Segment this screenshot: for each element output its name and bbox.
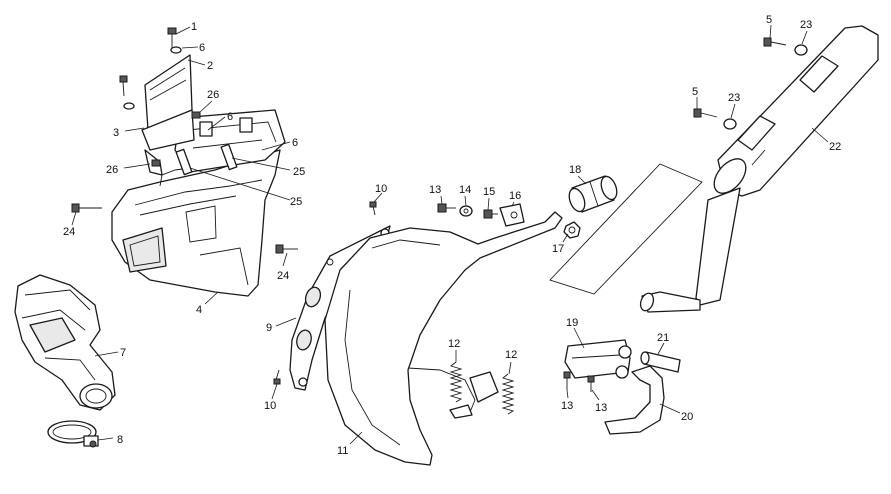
silencer-bolts: [693, 37, 808, 130]
callout-13: 13: [429, 184, 441, 196]
expansion-chamber-part: [324, 211, 563, 466]
callout-24: 24: [63, 226, 75, 238]
callout-6: 6: [227, 111, 233, 123]
callout-9: 9: [266, 322, 272, 334]
callout-5: 5: [766, 14, 772, 26]
callout-23: 23: [728, 92, 740, 104]
callout-12: 12: [505, 349, 517, 361]
airbox-part: [111, 149, 281, 297]
heat-shield-part: [273, 201, 391, 391]
flange-hardware: [437, 203, 525, 227]
callout-6: 6: [199, 42, 205, 54]
callout-20: 20: [681, 411, 693, 423]
silencer-heat-plate: [549, 163, 703, 295]
callout-13: 13: [561, 400, 573, 412]
callout-25: 25: [293, 166, 305, 178]
airbox-screws: [71, 27, 298, 254]
callout-24: 24: [277, 270, 289, 282]
callout-5: 5: [692, 86, 698, 98]
callout-1: 1: [191, 21, 197, 33]
callout-14: 14: [459, 184, 471, 196]
callout-13: 13: [595, 402, 607, 414]
coupler-sleeve-part: [563, 175, 618, 239]
callout-6: 6: [292, 137, 298, 149]
intake-boot-part: [14, 274, 116, 411]
callout-15: 15: [483, 186, 495, 198]
callout-25: 25: [290, 196, 302, 208]
callout-labels: 1 6 2 26 6 3 6 26 25 25 24 24 4 7 8 10 9…: [63, 14, 841, 457]
callout-leaders: [71, 24, 829, 445]
spring-part: [449, 361, 515, 415]
callout-17: 17: [552, 243, 564, 255]
callout-21: 21: [657, 332, 669, 344]
filter-cage-part: [174, 109, 286, 173]
mount-bracket-part: [563, 339, 632, 392]
callout-12: 12: [448, 338, 460, 350]
callout-7: 7: [120, 347, 126, 359]
callout-4: 4: [196, 304, 202, 316]
callout-2: 2: [207, 60, 213, 72]
callout-22: 22: [829, 141, 841, 153]
silencer-part: [639, 25, 879, 313]
callout-19: 19: [566, 317, 578, 329]
callout-23: 23: [800, 19, 812, 31]
callout-26: 26: [207, 89, 219, 101]
callout-10: 10: [264, 400, 276, 412]
drain-hose-part: [604, 351, 681, 435]
callout-8: 8: [117, 434, 123, 446]
hose-clamp-part: [47, 420, 99, 448]
callout-10: 10: [375, 183, 387, 195]
callout-3: 3: [113, 127, 119, 139]
callout-11: 11: [337, 445, 348, 457]
callout-18: 18: [569, 164, 581, 176]
callout-16: 16: [509, 190, 521, 202]
callout-26: 26: [106, 164, 118, 176]
